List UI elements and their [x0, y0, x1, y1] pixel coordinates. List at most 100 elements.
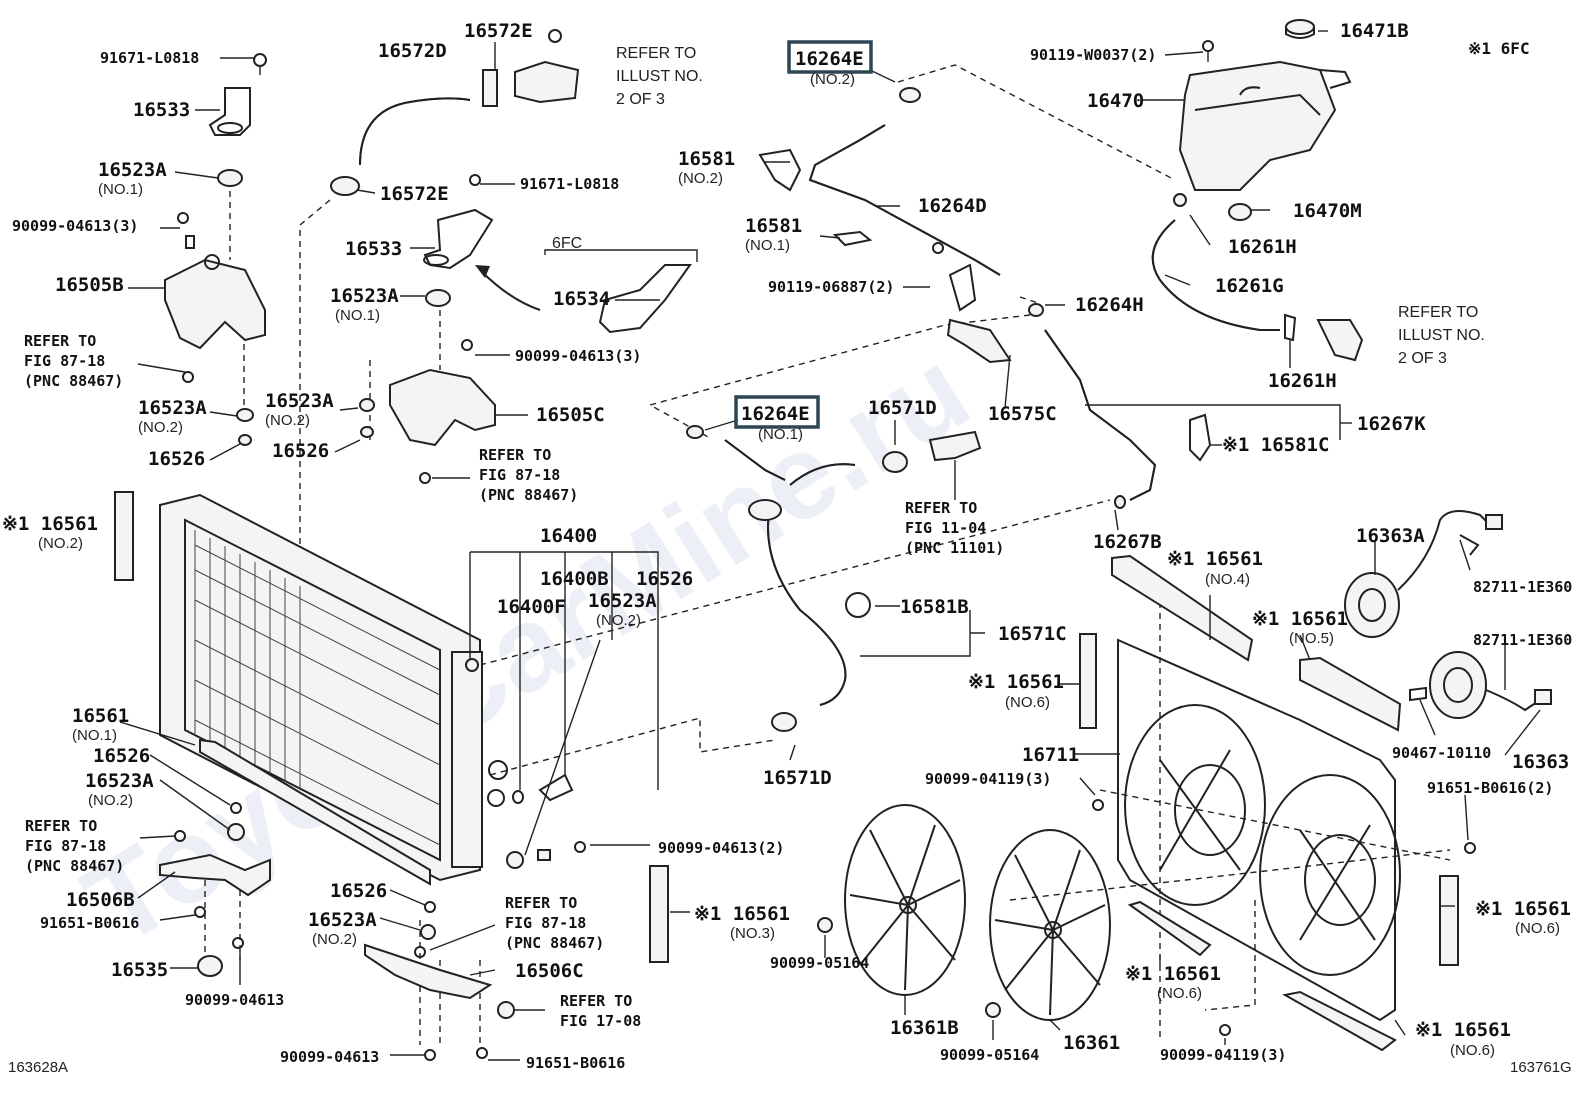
label-16523a: 16523A: [85, 770, 154, 792]
label-16533: 16533: [345, 238, 402, 260]
label-16261g: 16261G: [1215, 275, 1284, 297]
label-16581b: 16581B: [900, 596, 969, 618]
label-sub: (NO.2): [810, 71, 855, 88]
label-90119-w0037: 90119-W0037(2): [1030, 46, 1156, 64]
label-16526: 16526: [636, 568, 693, 590]
label-16526: 16526: [330, 880, 387, 902]
leader-lines: [119, 30, 1541, 1061]
part-labels: ※1 6FC 91671-L0818 16533 16523A (NO.1) 9…: [2, 20, 1572, 1076]
label-refer: REFER TO: [1398, 304, 1478, 321]
label-16561: ※1 16561: [1125, 963, 1221, 985]
upper-left-brackets: [164, 53, 692, 484]
highlight-box-16264e-top: [787, 40, 873, 74]
label-sub: (NO.4): [1205, 571, 1250, 588]
fan-16361b: [817, 804, 966, 996]
label-16526: 16526: [93, 745, 150, 767]
label-sub: (NO.1): [745, 237, 790, 254]
label-16261h: 16261H: [1228, 236, 1297, 258]
label-16471b: 16471B: [1340, 20, 1409, 42]
label-82711-1e360: 82711-1E360: [1473, 578, 1572, 596]
label-refer: (PNC 88467): [24, 372, 123, 390]
label-91651-b0616: 91651-B0616(2): [1427, 779, 1553, 797]
label-16523a: 16523A: [308, 909, 377, 931]
label-sub: (NO.1): [98, 181, 143, 198]
reservoir-tank-16470: [1178, 19, 1352, 221]
label-sub: (NO.2): [596, 612, 641, 629]
label-16400: 16400: [540, 525, 597, 547]
label-16264d: 16264D: [918, 195, 987, 217]
label-sub: (NO.6): [1515, 920, 1560, 937]
label-16561: ※1 16561: [2, 513, 98, 535]
label-sub: (NO.2): [312, 931, 357, 948]
label-90099-04119: 90099-04119(3): [925, 770, 1051, 788]
label-16363: 16363: [1512, 751, 1569, 773]
hoses: [330, 29, 1364, 732]
label-refer: FIG 87-18: [479, 466, 560, 484]
label-refer: ILLUST NO.: [1398, 327, 1485, 344]
label-sub: (NO.1): [758, 426, 803, 443]
label-90467-10110: 90467-10110: [1392, 744, 1491, 762]
label-refer: (PNC 88467): [25, 857, 124, 875]
fan-shroud-16711: [1117, 638, 1401, 1022]
figure-code-right: 163761G: [1510, 1059, 1572, 1076]
label-refer: 2 OF 3: [1398, 350, 1447, 367]
label-refer: REFER TO: [560, 992, 632, 1010]
label-16571d: 16571D: [763, 767, 832, 789]
label-16561: ※1 16561: [968, 671, 1064, 693]
label-16571d: 16571D: [868, 397, 937, 419]
label-91671-l0818: 91671-L0818: [100, 49, 199, 67]
label-refer: FIG 17-08: [560, 1012, 641, 1030]
label-91651-b0616: 91651-B0616: [40, 914, 139, 932]
label-16523a: 16523A: [265, 390, 334, 412]
label-90119-06887: 90119-06887(2): [768, 278, 894, 296]
fan-16361: [985, 829, 1111, 1021]
label-16534: 16534: [553, 288, 610, 310]
label-90099-04613: 90099-04613: [185, 991, 284, 1009]
label-refer: ILLUST NO.: [616, 68, 703, 85]
label-sub: (NO.6): [1450, 1042, 1495, 1059]
label-90099-04613: 90099-04613(2): [658, 839, 784, 857]
label-16363a: 16363A: [1356, 525, 1425, 547]
label-sub: (NO.2): [678, 170, 723, 187]
label-16572d: 16572D: [378, 40, 447, 62]
label-16572e: 16572E: [464, 20, 533, 42]
label-16561: ※1 16561: [1167, 548, 1263, 570]
label-refer: FIG 87-18: [25, 837, 106, 855]
label-16523a: 16523A: [138, 397, 207, 419]
label-16261h: 16261H: [1268, 370, 1337, 392]
label-16400b: 16400B: [540, 568, 609, 590]
label-16505c: 16505C: [536, 404, 605, 426]
label-91671-l0818: 91671-L0818: [520, 175, 619, 193]
label-sub: (NO.2): [38, 535, 83, 552]
label-16581: 16581: [678, 148, 735, 170]
label-16264e: 16264E: [741, 403, 810, 425]
label-sub: (NO.1): [335, 307, 380, 324]
label-16561: ※1 16561: [1252, 608, 1348, 630]
highlight-box-16264e-mid: [734, 395, 820, 429]
label-16505b: 16505B: [55, 274, 124, 296]
label-16571c: 16571C: [998, 623, 1067, 645]
label-16581c: ※1 16581C: [1222, 434, 1329, 456]
lower-left-brackets: [159, 773, 586, 1061]
label-16572e: 16572E: [380, 183, 449, 205]
label-sub: (NO.1): [72, 727, 117, 744]
label-82711-1e360: 82711-1E360: [1473, 631, 1572, 649]
label-16561: ※1 16561: [1415, 1019, 1511, 1041]
label-16535: 16535: [111, 959, 168, 981]
label-90099-04613: 90099-04613(3): [12, 217, 138, 235]
label-16470m: 16470M: [1293, 200, 1362, 222]
label-16526: 16526: [148, 448, 205, 470]
dashed-assembly-lines: [204, 64, 1451, 1045]
label-refer: REFER TO: [616, 45, 696, 62]
label-90099-05164: 90099-05164: [940, 1046, 1039, 1064]
label-16526: 16526: [272, 440, 329, 462]
label-16361b: 16361B: [890, 1017, 959, 1039]
label-91651-b0616: 91651-B0616: [526, 1054, 625, 1072]
label-16267k: 16267K: [1357, 413, 1426, 435]
label-90099-04613: 90099-04613(3): [515, 347, 641, 365]
label-refer: (PNC 88467): [505, 934, 604, 952]
label-16400f: 16400F: [497, 596, 566, 618]
label-refer: FIG 87-18: [505, 914, 586, 932]
label-refer: FIG 11-04: [905, 519, 986, 537]
